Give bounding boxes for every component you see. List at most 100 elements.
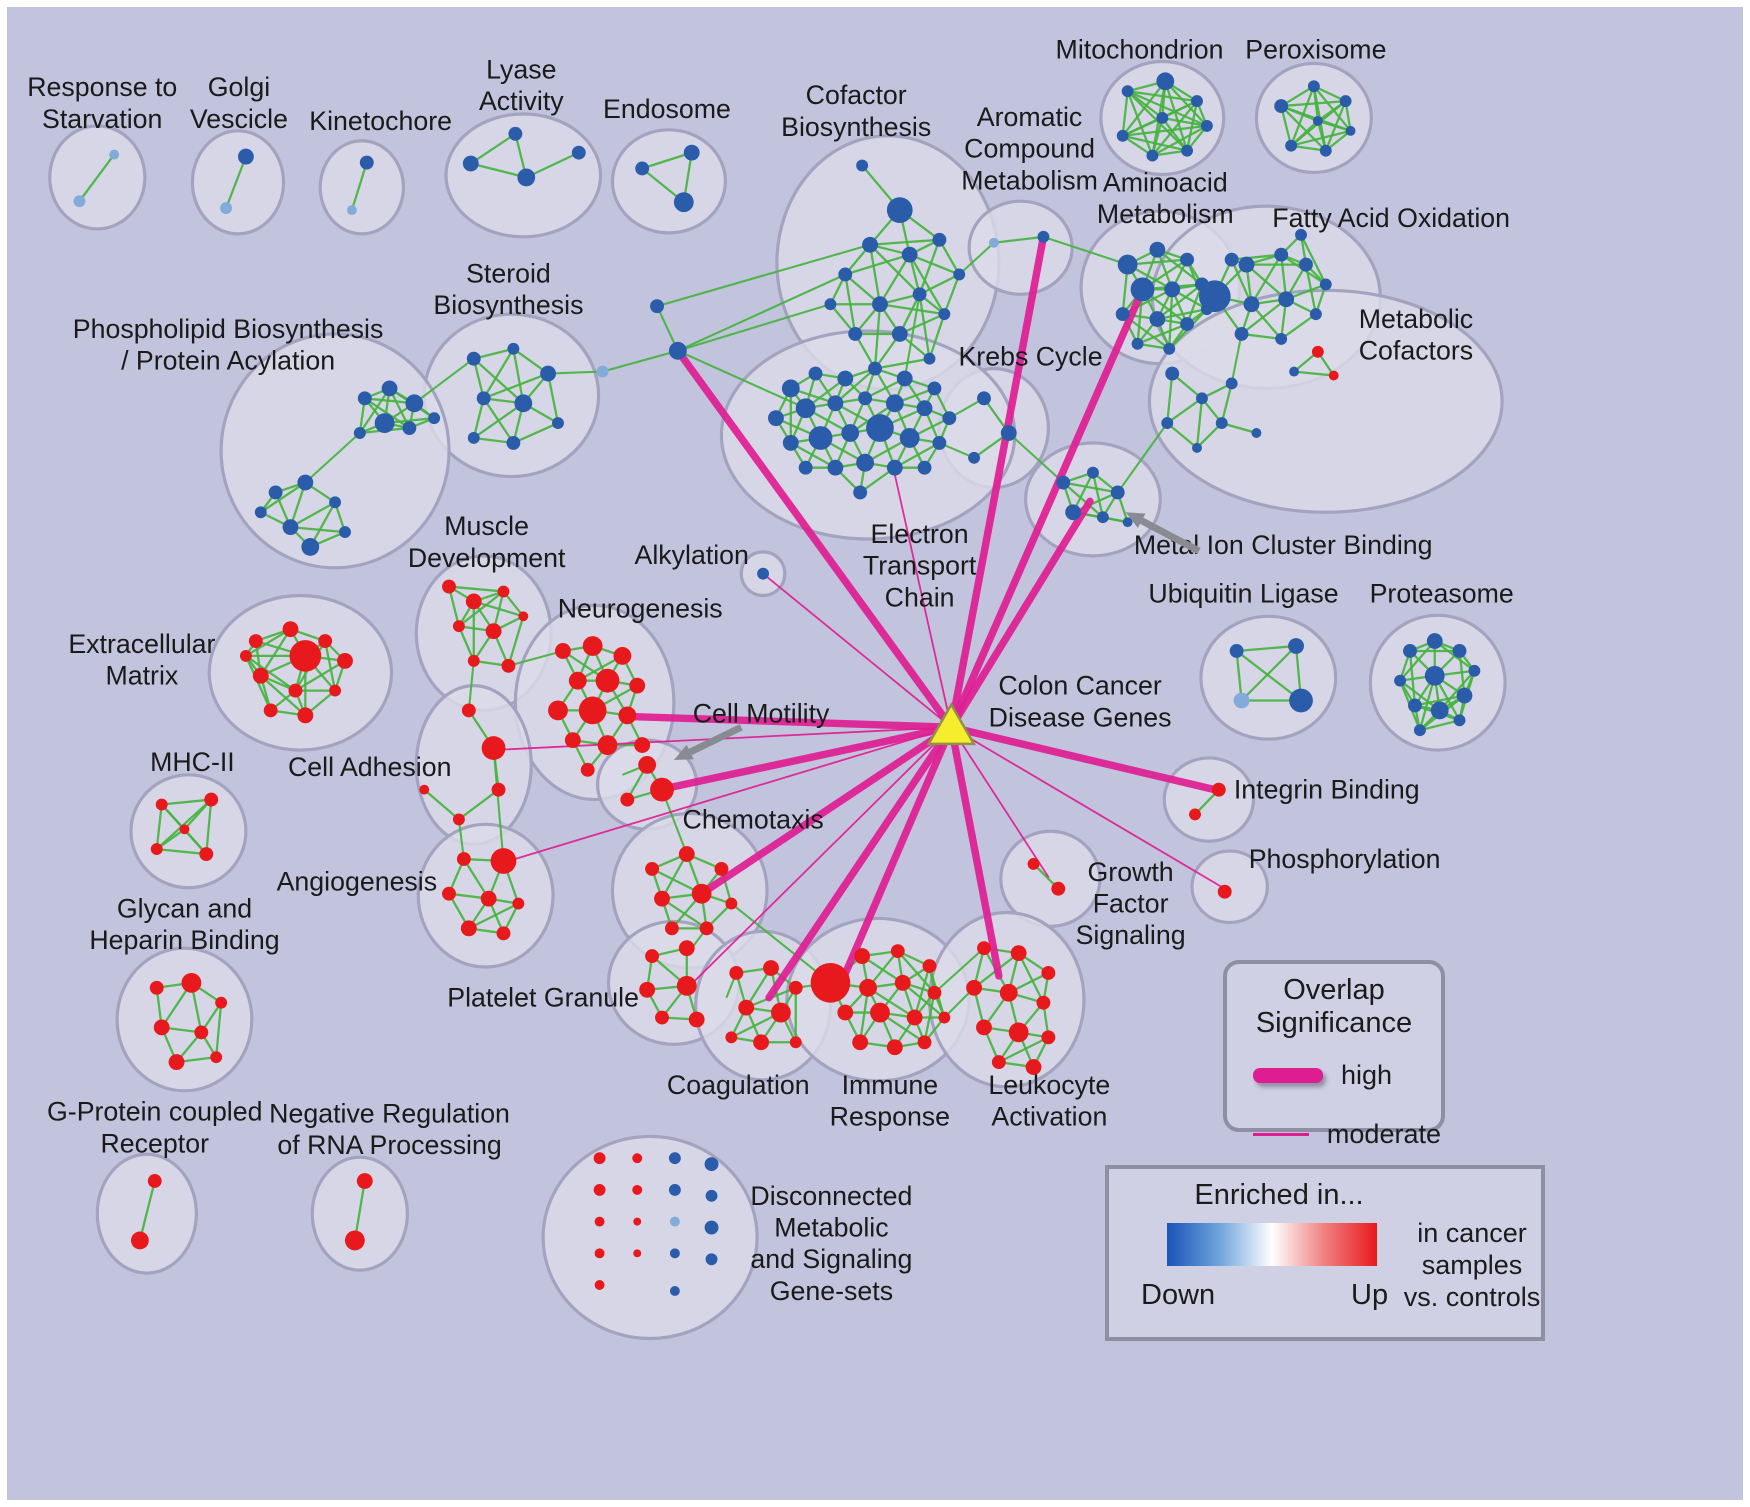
inter-cluster-edge xyxy=(304,432,361,484)
gene-set-node xyxy=(580,762,595,777)
gene-set-node xyxy=(496,926,511,941)
gene-set-node xyxy=(932,232,947,247)
gene-set-node xyxy=(1225,377,1238,390)
gene-set-edge xyxy=(874,357,930,370)
high-significance-sample-line xyxy=(1253,1068,1323,1083)
gene-set-node xyxy=(853,485,868,500)
significance-edge-moderate xyxy=(507,726,953,862)
gene-set-node xyxy=(1299,257,1313,272)
gene-set-node xyxy=(578,696,607,725)
gene-set-edge xyxy=(1236,644,1297,653)
gene-set-edge xyxy=(1293,370,1334,377)
gene-set-edge xyxy=(641,151,693,170)
label-cell-motility: Cell Motility xyxy=(693,698,830,728)
gene-set-node xyxy=(673,192,694,213)
gene-set-edge xyxy=(1240,298,1287,335)
gene-set-node xyxy=(927,381,942,396)
gene-set-edge xyxy=(161,798,212,806)
gene-set-node xyxy=(886,1039,903,1056)
gene-set-node xyxy=(150,843,163,856)
inter-cluster-edge xyxy=(958,242,995,276)
inter-cluster-edge xyxy=(1116,422,1169,494)
inter-cluster-edge xyxy=(1043,235,1128,266)
cluster-phosphorylation xyxy=(1190,849,1269,925)
gene-set-node xyxy=(856,159,869,172)
gene-set-node xyxy=(153,1019,170,1036)
gene-set-node xyxy=(149,980,164,995)
gene-set-node xyxy=(1146,149,1159,162)
gene-set-node xyxy=(866,414,894,442)
gene-set-node xyxy=(1156,112,1169,124)
cluster-glycan-heparin-binding xyxy=(115,946,254,1093)
gene-set-node xyxy=(1000,425,1017,441)
gene-set-node xyxy=(462,155,479,172)
gene-set-node xyxy=(1339,95,1352,108)
gene-set-edge xyxy=(1235,650,1243,701)
label-neurogenesis: Neurogenesis xyxy=(558,593,723,623)
gene-set-node xyxy=(582,636,603,656)
label-phosphorylation: Phosphorylation xyxy=(1249,844,1441,874)
inter-cluster-edge xyxy=(602,349,679,373)
gene-set-node xyxy=(288,683,303,698)
layer-nodes xyxy=(73,72,1481,1296)
gene-set-node xyxy=(1041,1030,1056,1045)
enrichment-note-line: vs. controls xyxy=(1403,1282,1541,1312)
up-label: Up xyxy=(1351,1279,1389,1311)
hub-triangle xyxy=(926,702,977,746)
gene-set-edge xyxy=(918,294,931,359)
gene-set-node xyxy=(452,620,465,633)
gene-set-node xyxy=(596,365,609,378)
gene-set-edge xyxy=(913,965,931,1018)
moderate-significance-sample-line xyxy=(1253,1133,1309,1136)
gene-set-node xyxy=(953,268,966,281)
gene-set-edge xyxy=(943,274,961,315)
gene-set-edge xyxy=(1126,90,1154,157)
gene-set-node xyxy=(1156,72,1175,91)
gene-set-node xyxy=(1211,782,1226,797)
gene-set-node xyxy=(753,1034,769,1051)
gene-set-node xyxy=(852,1034,869,1051)
legend-significance-title: Overlap Significance xyxy=(1255,974,1413,1039)
gene-set-node xyxy=(678,846,695,862)
gene-set-node xyxy=(966,979,982,996)
gene-set-node xyxy=(1192,442,1202,453)
cell-motility-pointer-head xyxy=(673,744,694,760)
gene-set-edge xyxy=(546,373,560,424)
gene-set-node xyxy=(485,623,502,640)
label-alkylation: Alkylation xyxy=(635,540,749,570)
gene-set-edge xyxy=(873,304,882,369)
gene-set-node xyxy=(442,579,456,594)
gene-set-node xyxy=(838,267,853,282)
gene-set-node xyxy=(848,326,863,341)
gene-set-edge xyxy=(470,132,517,165)
gene-set-node xyxy=(1117,254,1138,275)
gene-set-node xyxy=(1233,692,1250,709)
gene-set-node xyxy=(1456,687,1473,704)
label-mitochondrion: Mitochondrion xyxy=(1056,35,1224,65)
gene-set-node xyxy=(593,1183,606,1196)
gene-set-node xyxy=(942,411,957,426)
gene-set-node xyxy=(841,424,860,442)
inter-cluster-edge xyxy=(1230,333,1243,384)
gene-set-node xyxy=(517,168,536,187)
gene-set-edge xyxy=(324,640,337,691)
gene-set-node xyxy=(669,1286,680,1296)
layer-ellipses xyxy=(48,59,1507,1341)
enrichment-note-line: samples xyxy=(1421,1250,1523,1280)
gene-set-node xyxy=(738,999,755,1016)
gene-set-node xyxy=(248,634,263,648)
inter-cluster-edge xyxy=(730,902,832,984)
gene-set-edge xyxy=(878,254,911,305)
gene-set-edge xyxy=(138,1180,156,1241)
metal-ion-pointer-line xyxy=(1134,514,1201,554)
gene-set-node xyxy=(268,485,283,500)
gene-set-edge xyxy=(1168,289,1174,349)
gene-set-edge xyxy=(1240,645,1297,702)
gene-set-node xyxy=(634,737,651,754)
